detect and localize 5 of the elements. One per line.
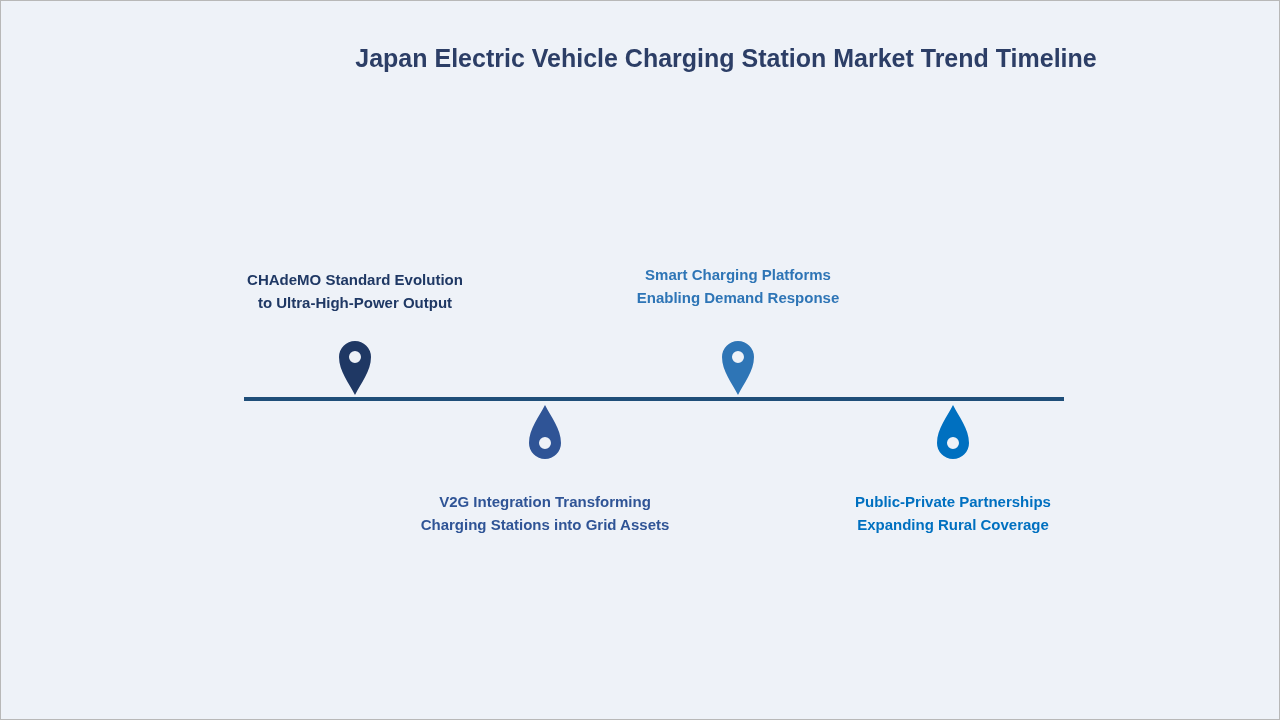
milestone-label: CHAdeMO Standard Evolution to Ultra-High-Power Output	[246, 270, 464, 313]
title: Japan Electric Vehicle Charging Station Market Trend Timeline	[354, 43, 1098, 74]
milestone-label: Public-Private Partnerships Expanding Rural Coverage	[854, 492, 1052, 535]
milestone-label: V2G Integration Transforming Charging Stations into Grid Assets	[419, 492, 671, 535]
milestone-label: Smart Charging Platforms Enabling Demand Response	[635, 265, 841, 308]
